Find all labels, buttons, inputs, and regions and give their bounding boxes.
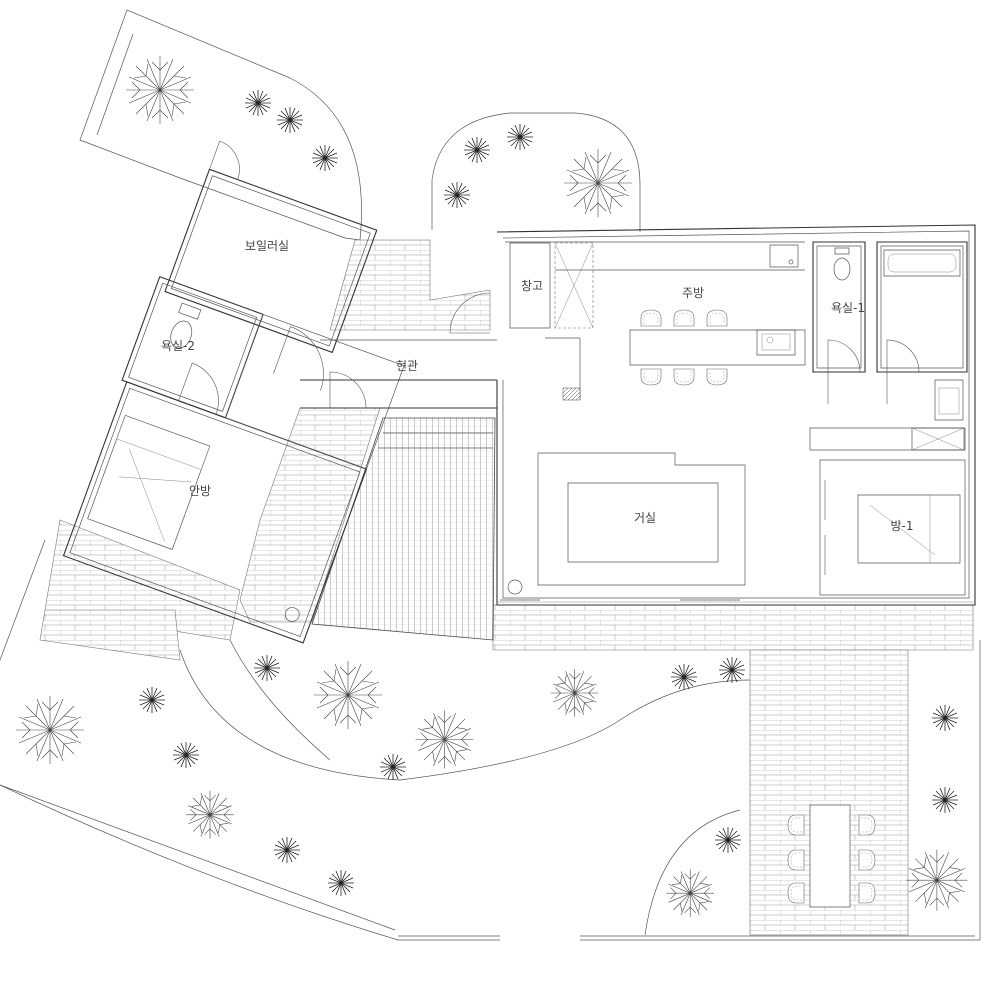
room-label-entrance: 현관 [396,359,418,373]
room-label-room1: 방-1 [890,519,913,533]
paving [40,240,973,935]
main-house [300,225,975,605]
room-label-master-bedroom: 안방 [189,484,211,498]
room-label-boiler: 보일러실 [245,239,289,253]
room-label-storage: 창고 [521,279,543,293]
room-label-kitchen: 주방 [682,286,704,300]
room-label-bath1: 욕실-1 [831,301,865,315]
patio-table [787,805,876,907]
room-label-bath2: 욕실-2 [161,339,195,353]
garden-outlines [0,10,980,940]
room-label-living-room: 거실 [634,511,656,525]
